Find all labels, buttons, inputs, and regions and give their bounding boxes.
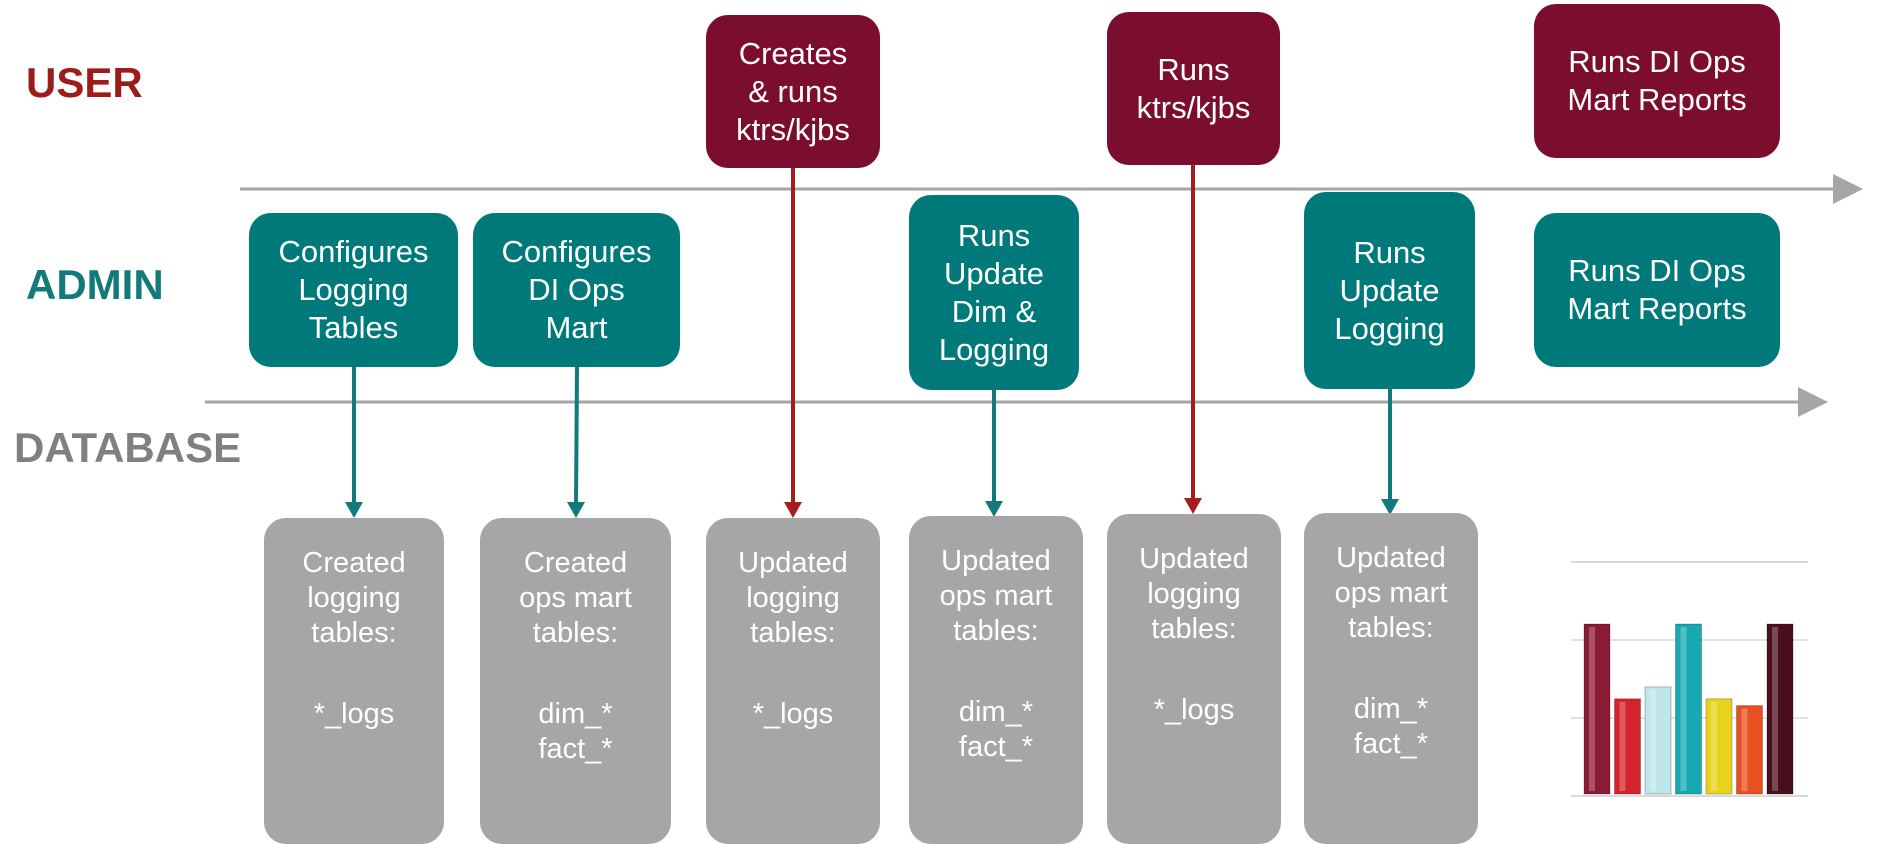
admin-action-configure-ops-mart: Configures DI Ops Mart bbox=[473, 213, 680, 367]
arrow-admin-1-head bbox=[345, 502, 363, 518]
db-box-created-logging: Created logging tables: *_logs bbox=[264, 518, 444, 844]
chart-icon-bar-highlight bbox=[1619, 701, 1626, 791]
bar-chart-icon bbox=[1571, 561, 1808, 797]
user-action-create-run: Creates & runs ktrs/kjbs bbox=[706, 15, 880, 168]
arrow-user-2-head bbox=[1184, 498, 1202, 514]
chart-icon-bar bbox=[1675, 623, 1702, 795]
chart-icon-bar-highlight bbox=[1711, 701, 1717, 791]
chart-icon-bar-highlight bbox=[1772, 627, 1778, 791]
lane-label-admin: ADMIN bbox=[26, 261, 164, 308]
admin-action-configure-logging: Configures Logging Tables bbox=[249, 213, 458, 367]
chart-icon-bar-highlight bbox=[1650, 689, 1656, 791]
admin-action-update-dim-logging: Runs Update Dim & Logging bbox=[909, 195, 1079, 390]
db-box-title: Created ops mart tables: bbox=[519, 547, 632, 649]
chart-icon-bar bbox=[1614, 698, 1641, 795]
arrow-user-1-head bbox=[784, 502, 802, 518]
db-box-items: *_logs bbox=[752, 698, 834, 730]
chart-icon-bar bbox=[1644, 686, 1672, 795]
arrow-admin-2-head bbox=[567, 502, 585, 518]
arrow-admin-3-head bbox=[985, 501, 1003, 517]
admin-action-reports: Runs DI Ops Mart Reports bbox=[1534, 213, 1780, 367]
db-box-items: *_logs bbox=[313, 698, 395, 730]
db-box-items: dim_* fact_* bbox=[958, 696, 1034, 763]
lane-label-user: USER bbox=[26, 59, 143, 106]
db-box-updated-logging-2: Updated logging tables: *_logs bbox=[1107, 514, 1281, 844]
db-box-updated-logging-1: Updated logging tables: *_logs bbox=[706, 518, 880, 844]
lane-label-database: DATABASE bbox=[14, 424, 242, 471]
db-box-items: dim_* fact_* bbox=[538, 698, 613, 765]
db-box-title: Updated ops mart tables: bbox=[939, 545, 1053, 647]
db-box-updated-ops-mart-2: Updated ops mart tables: dim_* fact_* bbox=[1304, 513, 1478, 844]
chart-icon-bar bbox=[1736, 705, 1763, 795]
db-box-created-ops-mart: Created ops mart tables: dim_* fact_* bbox=[480, 518, 671, 844]
db-box-title: Updated logging tables: bbox=[738, 547, 848, 649]
chart-icon-bar bbox=[1705, 698, 1733, 795]
user-action-reports: Runs DI Ops Mart Reports bbox=[1534, 4, 1780, 158]
admin-action-update-logging: Runs Update Logging bbox=[1304, 192, 1475, 389]
chart-icon-bar-highlight bbox=[1741, 708, 1748, 791]
db-box-title: Updated ops mart tables: bbox=[1334, 542, 1448, 644]
db-box-items: dim_* fact_* bbox=[1353, 693, 1429, 760]
arrow-admin-4-head bbox=[1381, 499, 1399, 515]
user-action-run: Runs ktrs/kjbs bbox=[1107, 12, 1280, 165]
db-box-items: *_logs bbox=[1153, 694, 1235, 726]
db-box-title: Updated logging tables: bbox=[1139, 543, 1249, 645]
arrow-admin-2 bbox=[574, 365, 579, 507]
chart-icon-bar-highlight bbox=[1680, 627, 1687, 791]
chart-icon-bar bbox=[1766, 623, 1794, 795]
db-box-updated-ops-mart-1: Updated ops mart tables: dim_* fact_* bbox=[909, 516, 1083, 844]
chart-icon-bar bbox=[1583, 623, 1611, 795]
db-box-title: Created logging tables: bbox=[302, 547, 406, 649]
chart-icon-bar-highlight bbox=[1589, 627, 1595, 791]
